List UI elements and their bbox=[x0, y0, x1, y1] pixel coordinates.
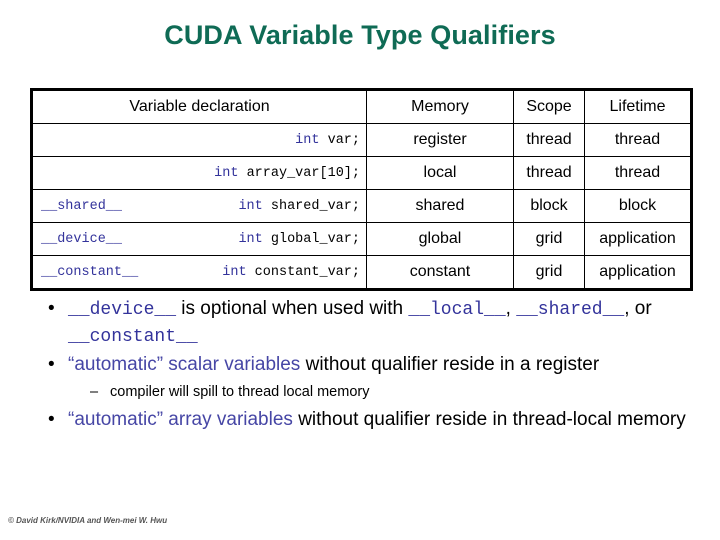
column-header-memory: Memory bbox=[366, 89, 514, 124]
column-header-declaration: Variable declaration bbox=[31, 89, 367, 124]
bullet-marker-icon: • bbox=[48, 354, 55, 375]
cell-declaration: __shared__ int shared_var; bbox=[31, 189, 367, 223]
declaration-text: var; bbox=[327, 132, 360, 148]
column-header-scope: Scope bbox=[513, 89, 585, 124]
code-constant: __constant__ bbox=[68, 327, 198, 347]
table-row: __constant__ int constant_var; constant … bbox=[31, 255, 692, 290]
cell-declaration: int var; bbox=[31, 123, 367, 157]
declaration-code: int global_var; bbox=[238, 232, 360, 247]
cell-memory: global bbox=[366, 222, 514, 256]
highlight-automatic-array: “automatic” array variables bbox=[68, 409, 293, 430]
table-header-row: Variable declaration Memory Scope Lifeti… bbox=[31, 89, 692, 124]
keyword-int: int bbox=[238, 198, 263, 214]
cell-memory: constant bbox=[366, 255, 514, 290]
cell-memory: local bbox=[366, 156, 514, 190]
bullet-item-qualifier-optional: • __device__ is optional when used with … bbox=[32, 296, 702, 350]
declaration-code: int constant_var; bbox=[222, 265, 360, 280]
cell-memory: register bbox=[366, 123, 514, 157]
cell-lifetime: application bbox=[584, 222, 692, 256]
cell-scope: block bbox=[513, 189, 585, 223]
keyword-int: int bbox=[214, 165, 239, 181]
copyright-footer: © David Kirk/NVIDIA and Wen-mei W. Hwu bbox=[8, 516, 168, 525]
cell-lifetime: thread bbox=[584, 123, 692, 157]
table-row: __shared__ int shared_var; shared block … bbox=[31, 189, 692, 223]
bullet-text-rest: without qualifier reside in a register bbox=[300, 354, 600, 375]
bullet-item-automatic-scalar: • “automatic” scalar variables without q… bbox=[32, 352, 702, 377]
code-local: __local__ bbox=[408, 300, 506, 320]
table-row: __device__ int global_var; global grid a… bbox=[31, 222, 692, 256]
cell-scope: grid bbox=[513, 222, 585, 256]
bullet-text-rest: without qualifier reside in thread-local… bbox=[292, 409, 686, 430]
keyword-int: int bbox=[222, 264, 247, 280]
declaration-code: int var; bbox=[295, 133, 360, 148]
declaration-code: int array_var[10]; bbox=[214, 166, 360, 181]
cell-memory: shared bbox=[366, 189, 514, 223]
cell-scope: thread bbox=[513, 156, 585, 190]
qualifier-text: __constant__ bbox=[41, 264, 139, 280]
bullet-marker-icon: • bbox=[48, 298, 55, 319]
bullet-list: • __device__ is optional when used with … bbox=[32, 296, 702, 434]
variable-qualifiers-table: Variable declaration Memory Scope Lifeti… bbox=[30, 88, 693, 291]
highlight-automatic-scalar: “automatic” scalar variables bbox=[68, 354, 301, 375]
column-header-lifetime: Lifetime bbox=[584, 89, 692, 124]
qualifier-text: __shared__ bbox=[41, 198, 123, 214]
cell-lifetime: block bbox=[584, 189, 692, 223]
cell-lifetime: application bbox=[584, 255, 692, 290]
code-device: __device__ bbox=[68, 300, 177, 320]
cell-declaration: __constant__ int constant_var; bbox=[31, 255, 367, 290]
bullet-item-automatic-array: • “automatic” array variables without qu… bbox=[32, 407, 702, 432]
keyword-int: int bbox=[295, 132, 320, 148]
code-shared: __shared__ bbox=[516, 300, 625, 320]
keyword-int: int bbox=[238, 231, 263, 247]
cell-scope: thread bbox=[513, 123, 585, 157]
cell-declaration: __device__ int global_var; bbox=[31, 222, 367, 256]
bullet-text-2: , bbox=[505, 298, 517, 319]
declaration-text: array_var[10]; bbox=[246, 165, 360, 181]
bullet-text-1: is optional when used with bbox=[176, 298, 409, 319]
declaration-text: global_var; bbox=[270, 231, 360, 247]
sub-bullet-item-compiler-spill: – compiler will spill to thread local me… bbox=[32, 381, 702, 403]
table-row: int var; register thread thread bbox=[31, 123, 692, 157]
cell-scope: grid bbox=[513, 255, 585, 290]
qualifier-text: __device__ bbox=[41, 231, 123, 247]
declaration-text: shared_var; bbox=[270, 198, 360, 214]
cell-lifetime: thread bbox=[584, 156, 692, 190]
table-row: int array_var[10]; local thread thread bbox=[31, 156, 692, 190]
bullet-marker-icon: • bbox=[48, 409, 55, 430]
page-title: CUDA Variable Type Qualifiers bbox=[164, 20, 556, 50]
declaration-code: int shared_var; bbox=[238, 199, 360, 214]
cell-declaration: int array_var[10]; bbox=[31, 156, 367, 190]
sub-bullet-text: compiler will spill to thread local memo… bbox=[110, 384, 370, 400]
dash-marker-icon: – bbox=[90, 384, 99, 400]
declaration-text: constant_var; bbox=[254, 264, 360, 280]
bullet-text-3: , or bbox=[624, 298, 652, 319]
